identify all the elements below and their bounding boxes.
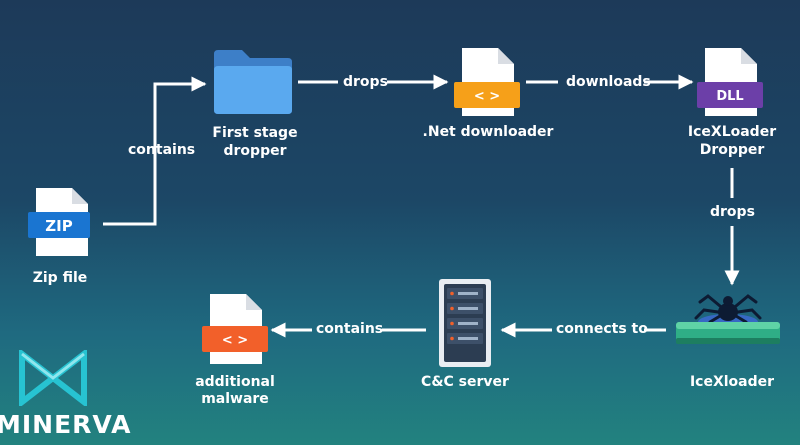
node-label-first-stage-line2: dropper	[223, 143, 287, 159]
arrow-zip-to-first-stage	[103, 76, 207, 226]
dll-file-icon: DLL	[697, 48, 763, 116]
node-label-icexloader-dropper-line2: Dropper	[699, 142, 765, 158]
malware-badge-text: < >	[222, 333, 248, 348]
node-label-zip: Zip file	[32, 270, 88, 286]
edge-label-downloads: downloads	[566, 74, 651, 90]
brand-name: MINERVA	[0, 410, 132, 439]
edge-label-contains-zip: contains	[128, 142, 196, 158]
node-label-icexloader: IceXloader	[689, 374, 775, 390]
icexloader-spider-icon	[676, 294, 780, 344]
malware-code-file-icon: < >	[202, 294, 268, 364]
folder-icon	[214, 50, 292, 114]
minerva-logo-icon	[19, 350, 87, 406]
zip-badge-text: ZIP	[45, 217, 72, 235]
node-label-additional-malware: additional malware	[195, 374, 275, 407]
zip-file-icon: ZIP	[28, 188, 90, 256]
edge-label-drops-dll: drops	[710, 204, 755, 220]
edge-label-drops: drops	[343, 74, 388, 90]
node-label-first-stage-line1: First stage	[212, 125, 298, 141]
net-badge-text: < >	[474, 89, 500, 104]
edge-label-connects-to: connects to	[556, 321, 648, 337]
code-file-icon: < >	[454, 48, 520, 116]
node-label-net-downloader: .Net downloader	[422, 124, 554, 140]
node-label-icexloader-dropper-line1: IceXLoader	[687, 124, 777, 140]
dll-badge-text: DLL	[716, 89, 743, 104]
node-label-cnc-server: C&C server	[421, 374, 509, 390]
server-icon	[439, 279, 491, 367]
edge-label-contains-malware: contains	[316, 321, 384, 337]
